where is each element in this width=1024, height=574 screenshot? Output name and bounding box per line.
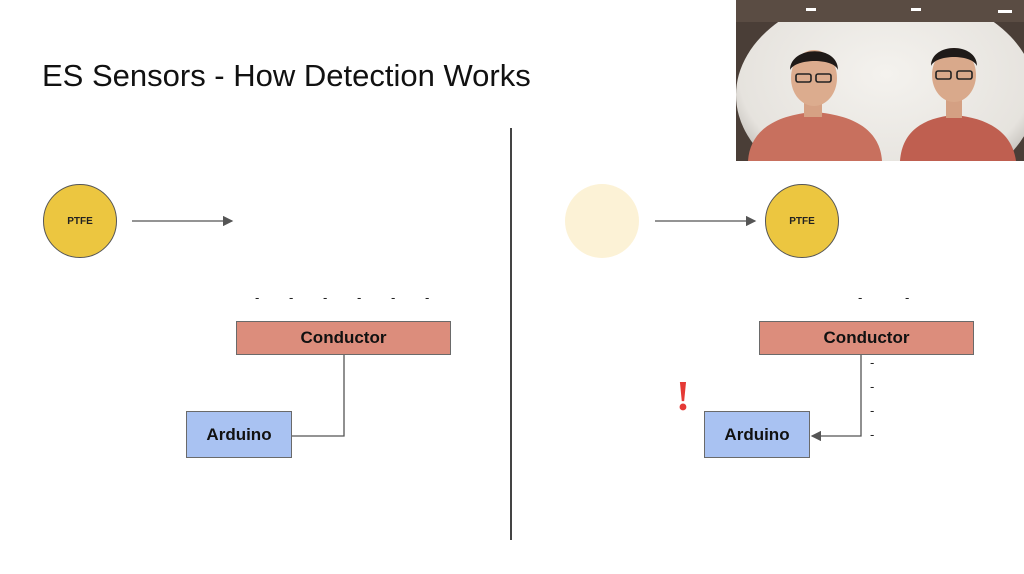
- webcam-feed-image: [736, 0, 1024, 161]
- ptfe-ball: PTFE: [765, 184, 839, 258]
- arduino-box: Arduino: [704, 411, 810, 458]
- panel-divider: [510, 128, 512, 540]
- negative-charge: -: [391, 290, 396, 305]
- left-wire: [292, 355, 345, 437]
- alert-exclamation: !: [676, 374, 690, 420]
- negative-charge: -: [905, 290, 910, 305]
- negative-charge: -: [870, 355, 875, 370]
- negative-charge: -: [255, 290, 260, 305]
- negative-charge: -: [858, 290, 863, 305]
- ptfe-ball-previous-position: [565, 184, 639, 258]
- ptfe-ball: PTFE: [43, 184, 117, 258]
- slide-title: ES Sensors - How Detection Works: [42, 58, 531, 93]
- conductor-box: Conductor: [236, 321, 451, 355]
- negative-charge: -: [289, 290, 294, 305]
- conductor-box: Conductor: [759, 321, 974, 355]
- negative-charge: -: [870, 403, 875, 418]
- negative-charge: -: [870, 427, 875, 442]
- negative-charge: -: [357, 290, 362, 305]
- negative-charge: -: [323, 290, 328, 305]
- negative-charge: -: [425, 290, 430, 305]
- negative-charge: -: [870, 379, 875, 394]
- right-wire: [810, 355, 862, 442]
- arduino-box: Arduino: [186, 411, 292, 458]
- webcam-video-overlay: [736, 0, 1024, 161]
